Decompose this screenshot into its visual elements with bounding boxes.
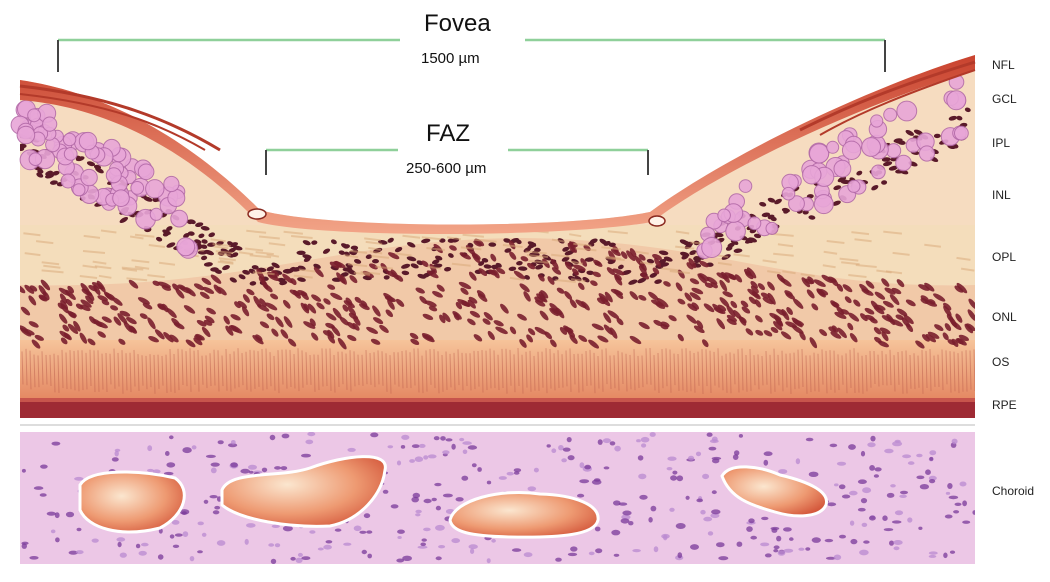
layer-label-rpe: RPE [992, 398, 1017, 412]
fovea-label: Fovea [420, 10, 495, 38]
choroid-vessel-3 [450, 492, 598, 537]
layer-label-choroid: Choroid [992, 484, 1034, 498]
choroid-vessel-1 [80, 472, 184, 532]
fovea-size: 1500 µm [415, 50, 486, 67]
faz-label: FAZ [420, 120, 476, 148]
layer-label-nfl: NFL [992, 58, 1015, 72]
layer-label-opl: OPL [992, 250, 1016, 264]
layer-label-gcl: GCL [992, 92, 1017, 106]
layer-label-ipl: IPL [992, 136, 1010, 150]
faz-capillary-left [248, 209, 266, 219]
faz-capillary-right [649, 216, 665, 226]
layer-label-inl: INL [992, 188, 1011, 202]
layer-label-os: OS [992, 355, 1009, 369]
choroid-layer [20, 432, 977, 564]
layer-label-onl: ONL [992, 310, 1017, 324]
os-band [20, 340, 980, 398]
faz-size: 250-600 µm [400, 160, 492, 177]
